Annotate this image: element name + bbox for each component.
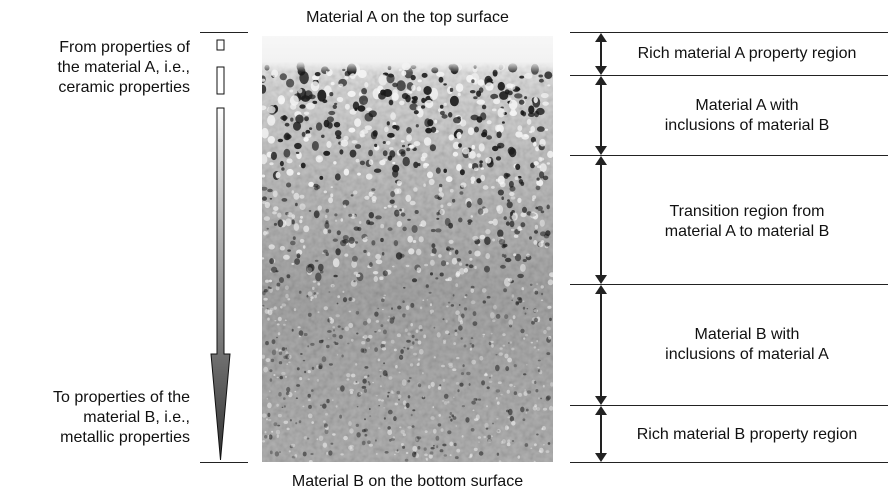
left-top-line: the material A, i.e.,: [57, 59, 190, 76]
left-top-line: ceramic properties: [58, 79, 190, 96]
arrow-dash-small: [216, 39, 225, 51]
arrow-dash-medium: [216, 66, 225, 95]
left-bottom-line-rule: [200, 462, 248, 463]
left-top-line: From properties of: [59, 39, 190, 56]
top-surface-caption: Material A on the top surface: [306, 9, 509, 26]
region-dimension-arrow: [595, 76, 607, 155]
region-boundary-line: [570, 284, 888, 285]
region-label-line: Material B with: [694, 326, 800, 343]
region-label-line: Material A with: [695, 97, 799, 114]
microstructure-svg: [262, 36, 553, 462]
region-boundary-line: [570, 75, 888, 76]
region-label-line: inclusions of material A: [665, 346, 829, 363]
region-label-a-with-b: Material A with inclusions of material B: [606, 96, 888, 136]
region-boundary-line: [570, 32, 888, 33]
left-top-text: From properties of the material A, i.e.,…: [0, 38, 190, 98]
left-bottom-text: To properties of the material B, i.e., m…: [0, 388, 190, 448]
left-bottom-line: metallic properties: [60, 429, 190, 446]
region-label-transition: Transition region from material A to mat…: [606, 202, 888, 242]
region-boundary-line: [570, 462, 888, 463]
region-dimension-arrow: [595, 33, 607, 75]
region-dimension-arrow: [595, 285, 607, 405]
arrow-body: [210, 107, 231, 461]
region-label-line: Rich material A property region: [637, 45, 857, 62]
region-dimension-arrow: [595, 156, 607, 284]
region-label-line: inclusions of material B: [664, 117, 830, 134]
gradient-arrow: [210, 39, 231, 461]
left-top-line-rule: [200, 32, 248, 33]
region-label-line: Transition region from: [669, 203, 825, 220]
region-label-line: material A to material B: [664, 223, 830, 240]
microstructure-image: [262, 36, 553, 462]
bottom-surface-caption: Material B on the bottom surface: [291, 473, 524, 490]
region-boundary-line: [570, 405, 888, 406]
region-label-rich-b: Rich material B property region: [606, 425, 888, 445]
left-bottom-line: To properties of the: [53, 389, 190, 406]
region-label-rich-a: Rich material A property region: [606, 44, 888, 64]
region-dimension-arrow: [595, 406, 607, 462]
region-label-b-with-a: Material B with inclusions of material A: [606, 325, 888, 365]
left-bottom-line: material B, i.e.,: [83, 409, 190, 426]
region-label-line: Rich material B property region: [636, 426, 858, 443]
region-boundary-line: [570, 155, 888, 156]
